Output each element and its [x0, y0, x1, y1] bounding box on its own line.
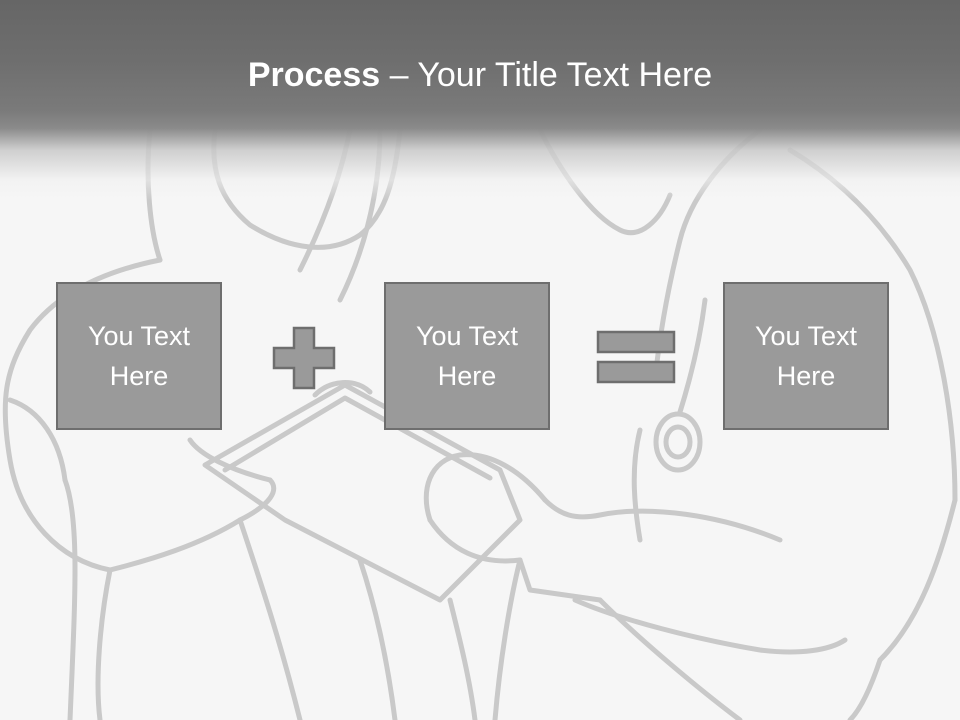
process-box-2[interactable]: You Text Here	[384, 282, 550, 430]
title-bar	[0, 0, 960, 200]
process-box-1[interactable]: You Text Here	[56, 282, 222, 430]
process-box-3-label: You Text Here	[754, 321, 858, 391]
slide-title: Process – Your Title Text Here	[0, 52, 960, 98]
plus-icon	[272, 326, 336, 390]
process-box-1-label: You Text Here	[87, 321, 191, 391]
process-box-3[interactable]: You Text Here	[723, 282, 889, 430]
title-rest-text: – Your Title Text Here	[380, 56, 713, 94]
process-box-2-label: You Text Here	[415, 321, 519, 391]
equals-icon	[596, 330, 676, 384]
title-bold-text: Process	[247, 56, 381, 94]
